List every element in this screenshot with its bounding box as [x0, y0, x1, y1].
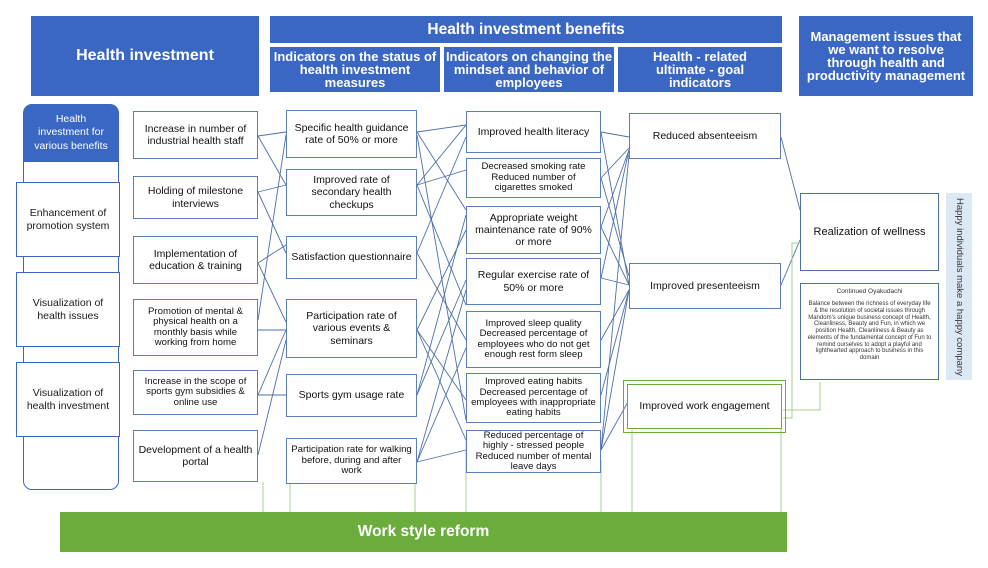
- header-management-issues: Management issues that we want to resolv…: [799, 16, 973, 96]
- happy-company-banner-label: Happy individuals make a happy company: [953, 197, 965, 376]
- goal-improved-work-engagement-label: Improved work engagement: [639, 400, 770, 413]
- mindset-sleep-quality: Improved sleep quality Decreased percent…: [466, 311, 601, 368]
- status-sports-gym-usage: Sports gym usage rate: [286, 374, 417, 417]
- mindset-regular-exercise-label: Regular exercise rate of 50% or more: [477, 269, 590, 294]
- status-secondary-checkups-label: Improved rate of secondary health checku…: [311, 174, 392, 211]
- status-health-guidance-label: Specific health guidance rate of 50% or …: [294, 121, 409, 146]
- continued-oyakudachi-text: Balance between the richness of everyday…: [807, 301, 932, 362]
- measure-education-training-label: Implementation of education & training: [149, 247, 242, 272]
- realization-of-wellness: Realization of wellness: [800, 193, 939, 271]
- measure-mental-physical: Promotion of mental & physical health on…: [133, 299, 258, 356]
- header-benefits: Health investment benefits: [270, 16, 782, 43]
- measure-milestone-interviews: Holding of milestone interviews: [133, 176, 258, 219]
- measure-health-staff-label: Increase in number of industrial health …: [144, 122, 247, 147]
- mindset-sleep-quality-label: Improved sleep quality Decreased percent…: [477, 317, 590, 360]
- measure-education-training: Implementation of education & training: [133, 236, 258, 284]
- header-goal-indicators-label: Health - related ultimate - goal indicat…: [653, 48, 747, 91]
- measure-mental-physical-label: Promotion of mental & physical health on…: [148, 305, 243, 348]
- goal-improved-presenteeism-label: Improved presenteeism: [650, 279, 760, 292]
- left-item-promotion-system: Enhancement of promotion system: [16, 182, 120, 257]
- mindset-stress-reduction-label: Reduced percentage of highly - stressed …: [475, 429, 592, 472]
- work-style-reform-label: Work style reform: [357, 523, 490, 540]
- measure-sports-gym-label: Increase in the scope of sports gym subs…: [144, 375, 247, 408]
- header-benefits-label: Health investment benefits: [427, 20, 625, 38]
- status-satisfaction-questionnaire: Satisfaction questionnaire: [286, 236, 417, 279]
- continued-oyakudachi-title: Continued Oyakudachi: [836, 288, 903, 295]
- work-style-reform-banner: Work style reform: [60, 512, 787, 552]
- measure-health-portal: Development of a health portal: [133, 430, 258, 482]
- realization-of-wellness-label: Realization of wellness: [813, 225, 926, 238]
- header-health-investment-label: Health investment: [76, 46, 214, 64]
- goal-improved-work-engagement: Improved work engagement: [627, 384, 782, 429]
- mindset-stress-reduction: Reduced percentage of highly - stressed …: [466, 430, 601, 473]
- measure-health-staff: Increase in number of industrial health …: [133, 111, 258, 159]
- left-item-promotion-system-label: Enhancement of promotion system: [26, 206, 110, 232]
- status-sports-gym-usage-label: Sports gym usage rate: [298, 389, 405, 402]
- measure-milestone-interviews-label: Holding of milestone interviews: [147, 185, 244, 210]
- status-events-seminars: Participation rate of various events & s…: [286, 299, 417, 358]
- status-events-seminars-label: Participation rate of various events & s…: [306, 310, 397, 347]
- mindset-eating-habits-label: Improved eating habits Decreased percent…: [471, 376, 596, 419]
- status-secondary-checkups: Improved rate of secondary health checku…: [286, 169, 417, 216]
- header-management-issues-label: Management issues that we want to resolv…: [806, 28, 966, 84]
- mindset-smoking-rate: Decreased smoking rate Reduced number of…: [466, 158, 601, 198]
- continued-oyakudachi-box: Continued Oyakudachi Balance between the…: [800, 283, 939, 380]
- header-mindset-indicators: Indicators on changing the mindset and b…: [444, 47, 614, 92]
- mindset-smoking-rate-label: Decreased smoking rate Reduced number of…: [481, 161, 586, 194]
- header-health-investment: Health investment: [31, 16, 259, 96]
- mindset-weight-maintenance-label: Appropriate weight maintenance rate of 9…: [475, 211, 592, 249]
- left-panel-title-label: Health investment for various benefits: [34, 113, 108, 152]
- header-status-indicators-label: Indicators on the status of health inves…: [273, 48, 437, 91]
- header-goal-indicators: Health - related ultimate - goal indicat…: [618, 47, 782, 92]
- goal-work-engagement-frame: [623, 380, 786, 433]
- left-item-health-investment-label: Visualization of health investment: [26, 386, 110, 412]
- measure-health-portal-label: Development of a health portal: [138, 443, 253, 468]
- left-item-health-issues-label: Visualization of health issues: [32, 296, 104, 322]
- status-walking-participation-label: Participation rate for walking before, d…: [291, 444, 412, 477]
- mindset-eating-habits: Improved eating habits Decreased percent…: [466, 373, 601, 423]
- goal-reduced-absenteeism: Reduced absenteeism: [629, 113, 781, 159]
- goal-reduced-absenteeism-label: Reduced absenteeism: [652, 129, 758, 142]
- status-walking-participation: Participation rate for walking before, d…: [286, 438, 417, 484]
- header-status-indicators: Indicators on the status of health inves…: [270, 47, 440, 92]
- left-item-health-issues: Visualization of health issues: [16, 272, 120, 347]
- status-satisfaction-questionnaire-label: Satisfaction questionnaire: [291, 251, 412, 264]
- happy-company-banner: Happy individuals make a happy company: [946, 193, 972, 380]
- left-item-health-investment: Visualization of health investment: [16, 362, 120, 437]
- mindset-weight-maintenance: Appropriate weight maintenance rate of 9…: [466, 206, 601, 254]
- status-health-guidance: Specific health guidance rate of 50% or …: [286, 110, 417, 158]
- measure-sports-gym: Increase in the scope of sports gym subs…: [133, 370, 258, 415]
- mindset-health-literacy: Improved health literacy: [466, 111, 601, 153]
- mindset-health-literacy-label: Improved health literacy: [477, 125, 590, 138]
- goal-improved-presenteeism: Improved presenteeism: [629, 263, 781, 309]
- left-panel-title: Health investment for various benefits: [23, 104, 119, 162]
- mindset-regular-exercise: Regular exercise rate of 50% or more: [466, 258, 601, 305]
- header-mindset-indicators-label: Indicators on changing the mindset and b…: [445, 48, 613, 91]
